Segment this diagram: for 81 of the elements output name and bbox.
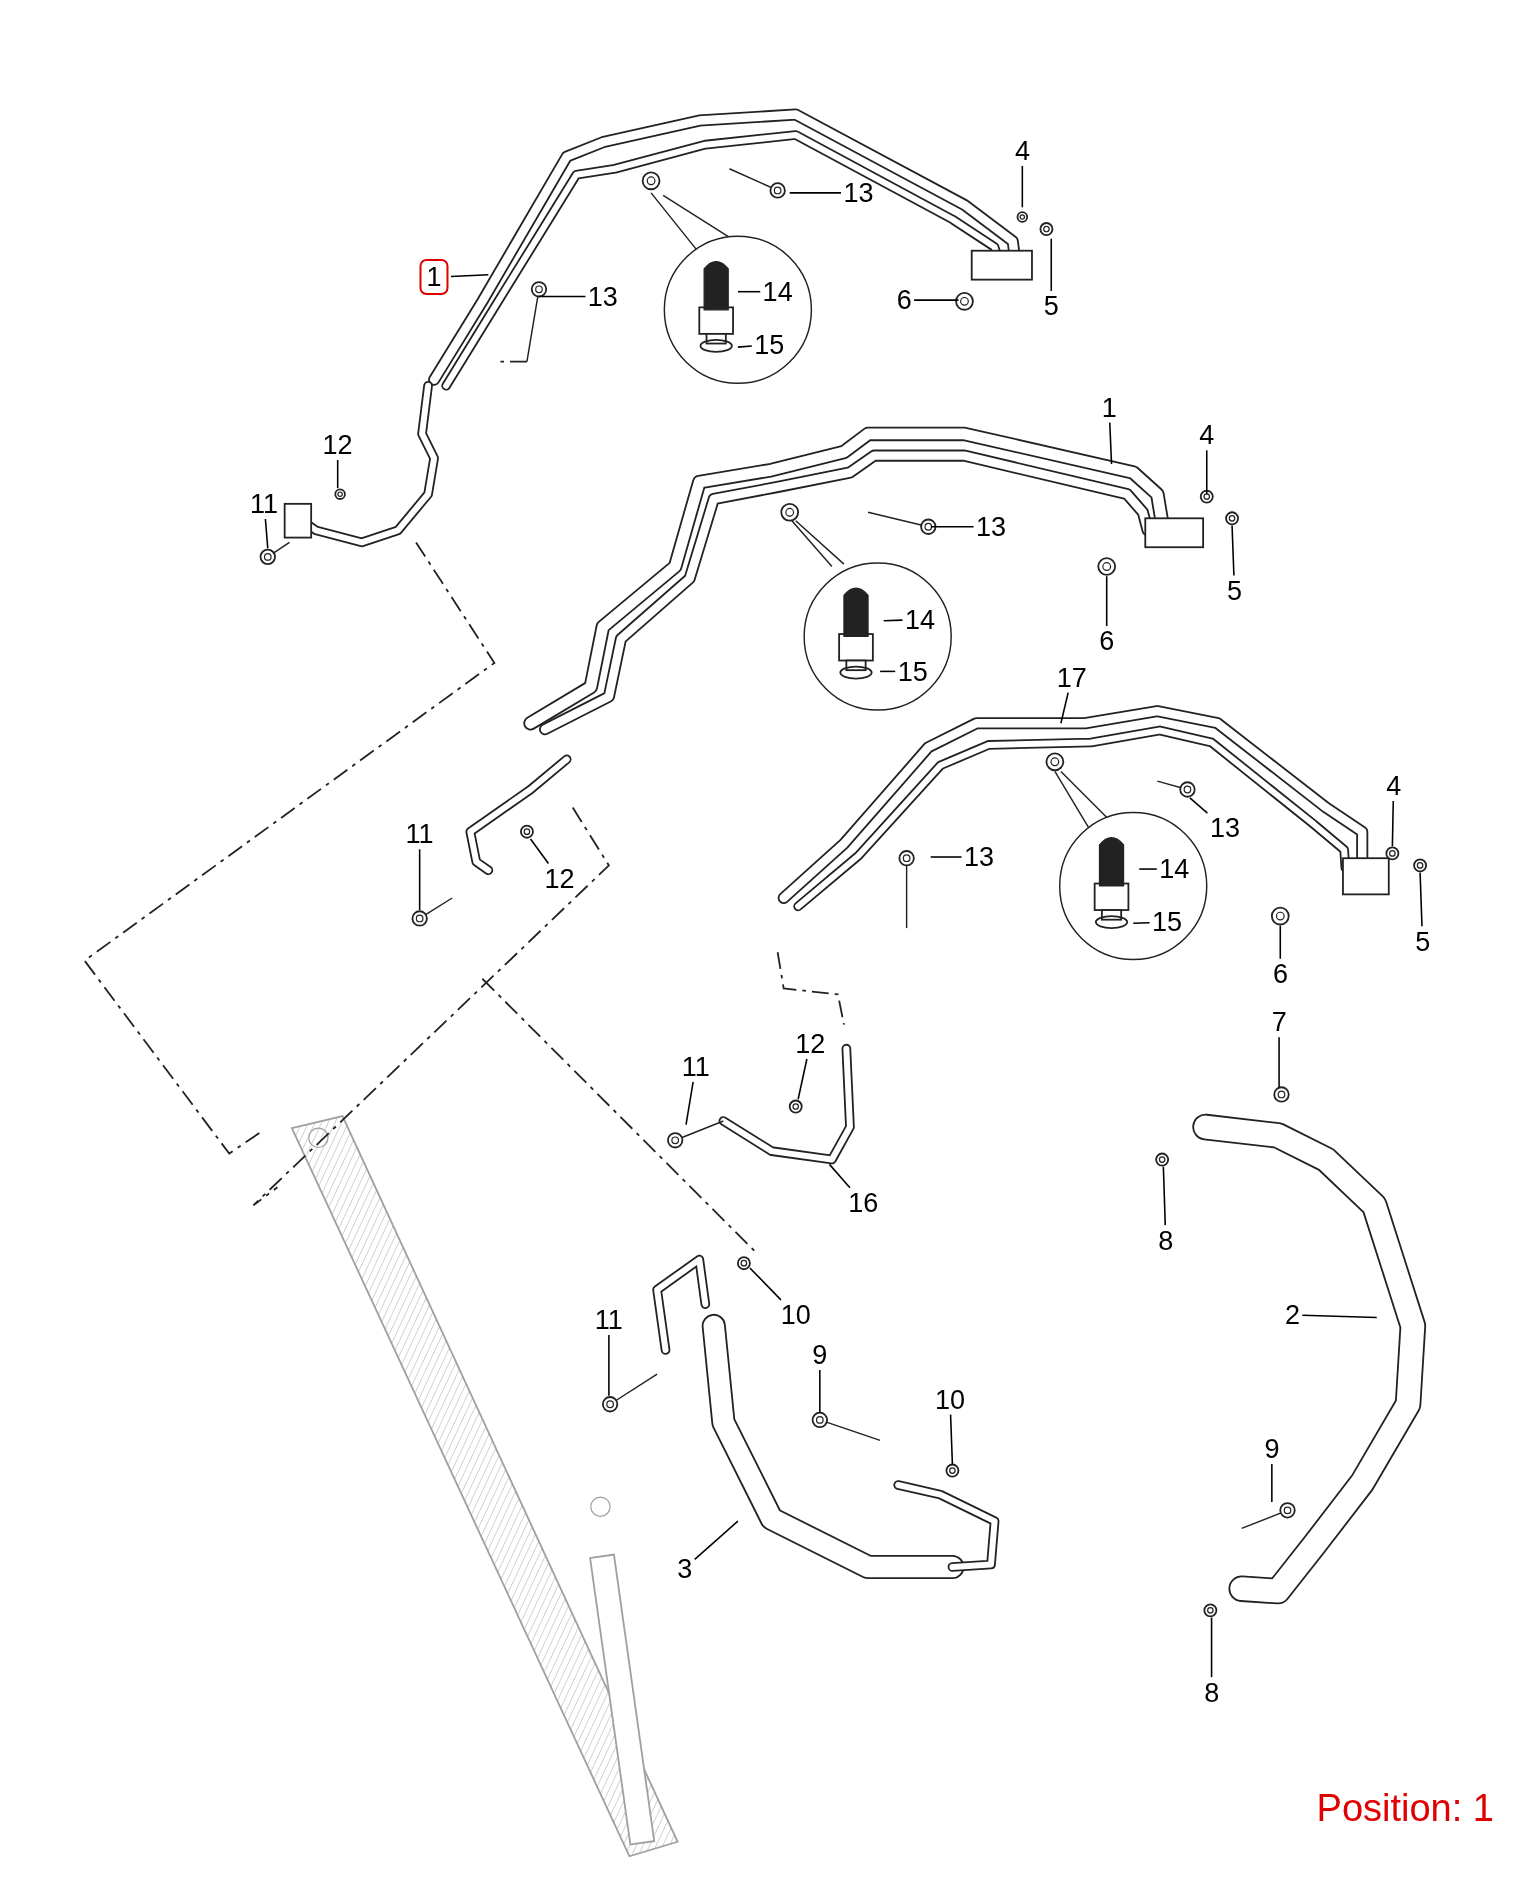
- callout-number: 13: [976, 512, 1007, 541]
- leader-line: [1050, 237, 1053, 292]
- leader-line: [1132, 921, 1151, 925]
- callout-number: 15: [754, 330, 785, 359]
- leader-line: [1060, 691, 1069, 724]
- callout-number: 9: [812, 1341, 828, 1370]
- callout-number: 13: [587, 282, 618, 311]
- leader-line: [685, 1081, 694, 1126]
- callout-number: 13: [843, 178, 874, 207]
- leader-line: [1278, 1036, 1280, 1088]
- callout-number: 4: [1386, 772, 1402, 801]
- callout-number: 17: [1056, 663, 1087, 692]
- leader-line: [819, 1369, 821, 1414]
- leader-line: [788, 192, 842, 194]
- leader-line: [1419, 871, 1423, 927]
- leader-line: [529, 838, 550, 865]
- callout-number: 14: [904, 605, 935, 634]
- leader-line: [1189, 797, 1209, 814]
- callout-number: 6: [1272, 960, 1288, 989]
- callout-number: 14: [1159, 855, 1190, 884]
- leader-line: [797, 1058, 808, 1101]
- leader-line: [1021, 165, 1024, 209]
- leader-line: [913, 299, 960, 301]
- callout-number: 11: [681, 1053, 710, 1081]
- leader-line: [737, 345, 753, 348]
- leader-line: [1391, 800, 1395, 847]
- callout-number: 15: [897, 657, 928, 686]
- callout-number: 13: [963, 843, 994, 872]
- leader-line: [450, 274, 490, 278]
- callout-number: 6: [896, 286, 912, 315]
- callout-number: 9: [1264, 1435, 1280, 1464]
- leader-line: [749, 1267, 782, 1301]
- leader-line: [1138, 868, 1158, 870]
- leader-line: [1162, 1166, 1167, 1226]
- callout-number: 2: [1284, 1301, 1300, 1330]
- callout-number: 3: [677, 1554, 693, 1583]
- callout-number: 11: [250, 489, 279, 518]
- callout-number: 16: [848, 1189, 879, 1218]
- callout-number: 1: [419, 259, 449, 296]
- leader-line: [879, 670, 897, 673]
- leader-line: [1205, 449, 1208, 495]
- leader-line: [418, 848, 421, 911]
- leader-line: [737, 290, 762, 293]
- callout-number: 15: [1152, 908, 1183, 937]
- leader-line: [693, 1520, 739, 1561]
- callout-number: 11: [405, 820, 434, 849]
- leader-line: [828, 1163, 851, 1189]
- leader-line: [949, 1413, 954, 1466]
- callout-number: 10: [935, 1385, 966, 1414]
- callout-number: 12: [322, 430, 353, 459]
- callout-number: 8: [1204, 1678, 1220, 1707]
- leader-line: [929, 856, 963, 858]
- callout-number: 4: [1199, 421, 1215, 450]
- leader-line: [1210, 1616, 1213, 1678]
- leader-line: [1271, 1463, 1273, 1503]
- callout-number: 7: [1271, 1008, 1287, 1037]
- leader-line: [1108, 421, 1113, 465]
- callout-number: 6: [1099, 627, 1115, 656]
- callout-number: 4: [1014, 136, 1030, 165]
- callout-number: 12: [544, 864, 575, 893]
- callout-number: 14: [762, 277, 793, 306]
- callout-number: 12: [795, 1030, 826, 1059]
- callout-number: 5: [1415, 927, 1431, 956]
- leader-line: [1231, 524, 1235, 577]
- leader-line: [882, 619, 904, 622]
- callout-number: 1: [1101, 393, 1117, 422]
- leader-line: [929, 525, 975, 528]
- callout-number: 8: [1158, 1226, 1174, 1255]
- position-label: Position: 1: [1316, 1786, 1494, 1830]
- leader-line: [336, 459, 339, 489]
- callout-number: 5: [1227, 576, 1243, 605]
- leader-line: [608, 1334, 610, 1397]
- callout-number: 10: [780, 1301, 811, 1330]
- leader-line: [1301, 1314, 1378, 1319]
- leader-line: [1279, 924, 1282, 960]
- callout-number: 13: [1209, 814, 1240, 843]
- leader-line: [538, 295, 587, 298]
- leader-line: [1105, 575, 1108, 627]
- callout-number: 5: [1043, 292, 1059, 321]
- callout-number: 11: [594, 1306, 623, 1335]
- leader-line: [264, 518, 269, 550]
